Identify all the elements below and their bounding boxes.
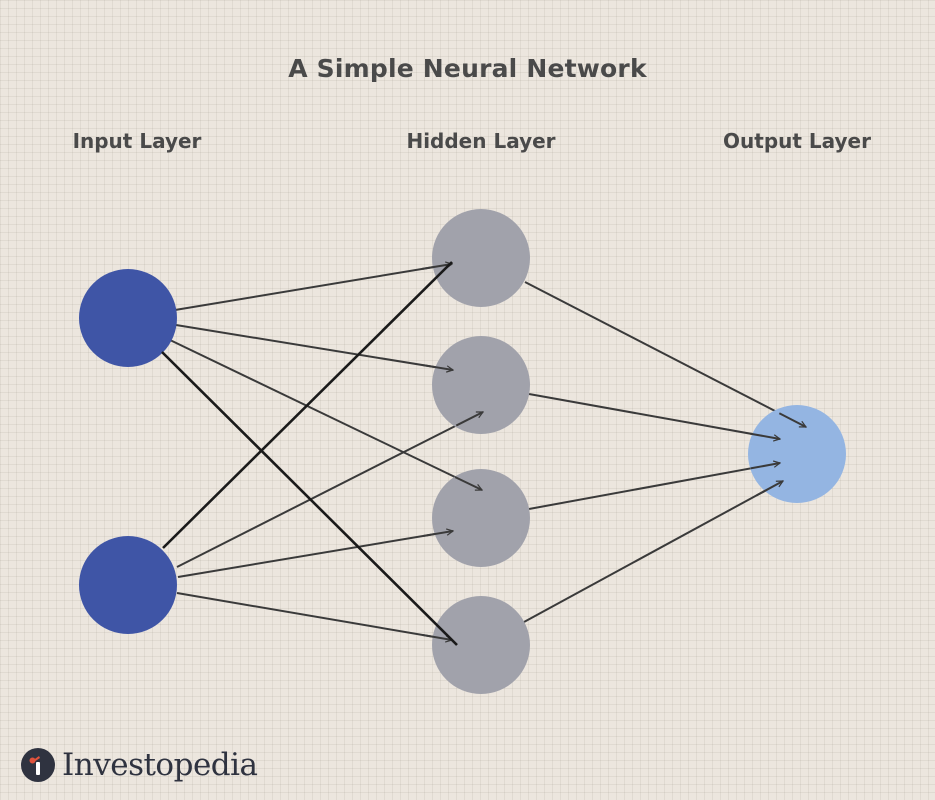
connection-input-2-to-hidden-1: [162, 261, 453, 549]
connection-input-2-to-hidden-2: [176, 411, 483, 568]
output-1-node: [748, 405, 846, 503]
connection-hidden-1-to-output-1: [524, 281, 806, 428]
arrowhead-hidden-3-to-output-1: [750, 463, 780, 470]
arrowhead-hidden-1-to-output-1: [778, 412, 806, 428]
arrowhead-input-2-to-hidden-3: [423, 531, 453, 537]
crossing-connections: [161, 261, 458, 646]
arrowhead-input-1-to-hidden-2: [423, 364, 453, 370]
diagram-title: A Simple Neural Network: [288, 54, 647, 83]
connection-hidden-2-to-output-1: [528, 393, 780, 439]
input-1-node: [79, 269, 177, 367]
arrowhead-input-1-to-hidden-3: [454, 476, 482, 491]
hidden-layer-label: Hidden Layer: [406, 129, 556, 153]
connection-input-1-to-hidden-4: [161, 351, 458, 646]
connection-input-2-to-hidden-3: [177, 531, 453, 578]
brand-name: Investopedia: [62, 747, 258, 783]
connection-hidden-3-to-output-1: [528, 463, 780, 510]
input-2-node: [79, 536, 177, 634]
hidden-1-node: [432, 209, 530, 307]
arrowhead-hidden-4-to-output-1: [756, 480, 783, 497]
output-layer-label: Output Layer: [723, 129, 871, 153]
connection-input-1-to-hidden-3: [169, 339, 482, 491]
connection-input-1-to-hidden-1: [174, 264, 452, 311]
hidden-4-node: [432, 596, 530, 694]
nodes: [79, 209, 846, 694]
output-arrowheads: [422, 264, 806, 640]
hidden-3-node: [432, 469, 530, 567]
connections: [169, 264, 806, 640]
arrowhead-input-2-to-hidden-2: [455, 411, 483, 427]
connection-input-1-to-hidden-2: [175, 324, 453, 370]
arrowhead-input-2-to-hidden-4: [422, 633, 452, 640]
arrowhead-hidden-2-to-output-1: [750, 432, 780, 439]
hidden-2-node: [432, 336, 530, 434]
connection-hidden-4-to-output-1: [523, 480, 783, 623]
investopedia-logo-icon: [21, 748, 55, 782]
arrowhead-input-1-to-hidden-1: [422, 264, 452, 270]
input-layer-label: Input Layer: [72, 129, 202, 153]
connection-input-2-to-hidden-4: [176, 592, 452, 640]
brand-logo: Investopedia: [20, 745, 258, 785]
